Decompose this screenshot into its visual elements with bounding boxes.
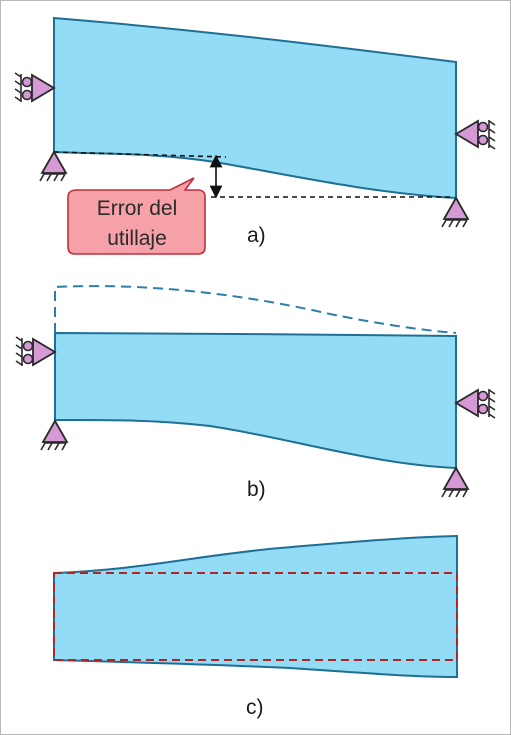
panel-a-right-pin-support-icon [441, 197, 469, 228]
panel-c-label: c) [246, 696, 264, 719]
panel-b: b) [15, 285, 496, 501]
panel-c-reference-rectangle [53, 572, 458, 661]
callout-text-line1: Error del [97, 197, 178, 220]
panel-a-reference-line-top [53, 151, 227, 158]
panel-b-label: b) [247, 478, 266, 501]
panel-b-plate [54, 331, 457, 470]
panel-b-right-roller-support-icon [455, 388, 496, 419]
panel-a-right-roller-support-icon [455, 119, 496, 150]
panel-c-plate [53, 534, 458, 679]
panel-a-left-pin-support-icon [39, 151, 67, 182]
panel-b-original-shape-outline [54, 285, 457, 334]
panel-a-label: a) [247, 224, 266, 247]
panel-a-plate [53, 16, 457, 200]
panel-b-right-pin-support-icon [441, 467, 469, 498]
panel-c: c) [53, 534, 458, 719]
panel-a-callout: Error del utillaje [67, 177, 206, 255]
panel-a: Error del utillaje a) [14, 16, 496, 255]
panel-b-left-roller-support-icon [15, 336, 56, 367]
panel-a-left-roller-support-icon [14, 72, 55, 103]
panel-b-left-pin-support-icon [40, 420, 68, 451]
callout-box [67, 177, 206, 255]
callout-text-line2: utillaje [107, 227, 167, 250]
